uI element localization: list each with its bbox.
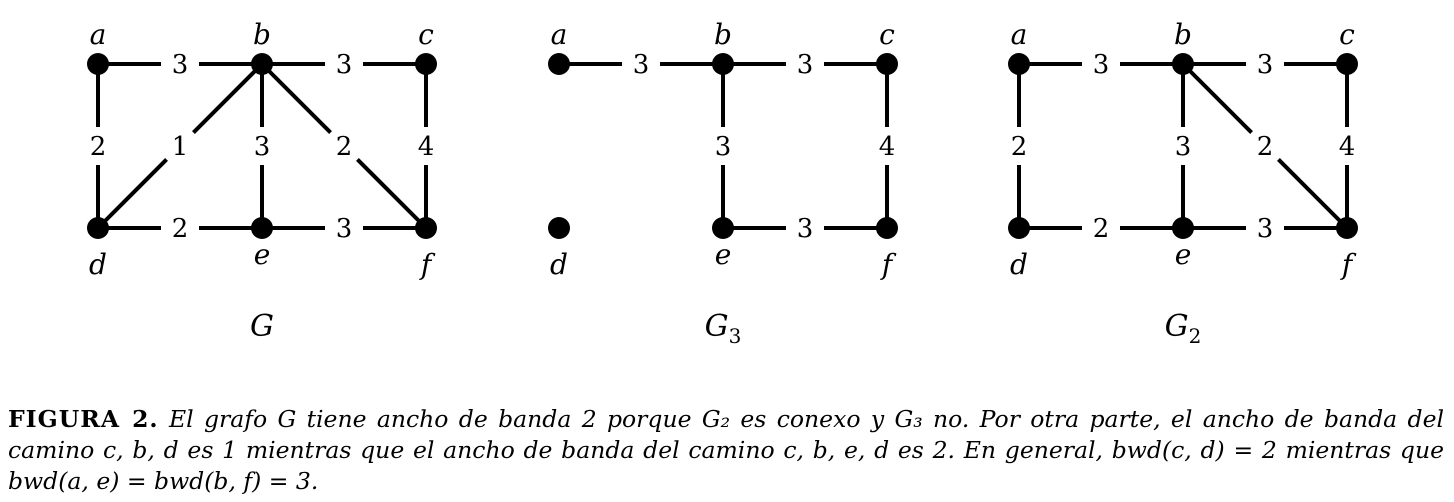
node-G-a [87,53,109,75]
graph-title-main-G3: G [705,309,729,344]
node-G-e [251,217,273,239]
node-G2-c [1336,53,1358,75]
weight-label-G2-be: 3 [1175,132,1192,162]
node-label-G3-a: a [551,18,568,51]
weight-label-G3-cf: 4 [879,132,896,162]
weight-label-G2-ab: 3 [1093,50,1110,80]
weight-label-G-ad: 2 [90,132,107,162]
graph-title-main-G2: G [1165,309,1189,344]
node-G2-e [1172,217,1194,239]
weight-label-G2-de: 2 [1093,214,1110,244]
node-G2-d [1008,217,1030,239]
node-label-G2-d: d [1010,248,1028,281]
node-label-G2-a: a [1011,18,1028,51]
node-G-c [415,53,437,75]
node-G-f [415,217,437,239]
edge-G-bf-seg1 [260,62,332,134]
weight-label-G-cf: 4 [418,132,435,162]
edge-G2-bf-seg2 [1277,158,1349,230]
weight-label-G-ab: 3 [172,50,189,80]
weight-label-G2-cf: 4 [1339,132,1356,162]
graph-title-main-G: G [250,309,274,344]
edge-G-bd-seg1 [192,62,264,134]
node-G2-b [1172,53,1194,75]
node-label-G3-d: d [550,248,568,281]
node-G3-c [876,53,898,75]
node-G-d [87,217,109,239]
caption-text: El grafo G tiene ancho de banda 2 porque… [8,404,1444,495]
node-G3-e [712,217,734,239]
node-G-b [251,53,273,75]
node-G2-f [1336,217,1358,239]
weight-label-G3-ef: 3 [797,214,814,244]
edge-G-bf-seg2 [356,158,428,230]
weight-label-G-bd: 1 [172,132,189,162]
node-label-G-d: d [89,248,107,281]
node-G3-f [876,217,898,239]
graph-title-G2: G2 [1165,309,1202,348]
node-label-G3-b: b [714,18,732,51]
node-G2-a [1008,53,1030,75]
graph-title-subscript-G3: 3 [729,324,742,348]
node-G3-d [548,217,570,239]
weight-label-G-ef: 3 [336,214,353,244]
weight-label-G3-be: 3 [715,132,732,162]
node-label-G-e: e [254,238,271,271]
node-G3-b [712,53,734,75]
edge-G2-bf-seg1 [1181,62,1253,134]
caption-label: FIGURA 2. [8,404,159,433]
weight-label-G3-ab: 3 [633,50,650,80]
node-label-G2-e: e [1175,238,1192,271]
weight-label-G-de: 2 [172,214,189,244]
node-label-G3-f: f [880,248,897,281]
node-label-G3-e: e [715,238,732,271]
node-label-G2-f: f [1340,248,1357,281]
figure-caption: FIGURA 2. El grafo G tiene ancho de band… [8,404,1444,497]
node-label-G-a: a [90,18,107,51]
weight-label-G2-bc: 3 [1257,50,1274,80]
graph-title-G: G [250,309,274,344]
node-label-G-c: c [418,18,434,51]
graph-title-G3: G3 [705,309,742,348]
edge-G-bd-seg2 [96,158,168,230]
node-label-G3-c: c [879,18,895,51]
weight-label-G2-bf: 2 [1257,132,1274,162]
weight-label-G2-ad: 2 [1011,132,1028,162]
node-label-G2-b: b [1174,18,1192,51]
graph-title-subscript-G2: 2 [1189,324,1202,348]
weight-label-G-be: 3 [254,132,271,162]
weight-label-G-bc: 3 [336,50,353,80]
node-label-G-f: f [419,248,436,281]
node-label-G2-c: c [1339,18,1355,51]
weight-label-G3-bc: 3 [797,50,814,80]
node-label-G-b: b [253,18,271,51]
node-G3-a [548,53,570,75]
weight-label-G-bf: 2 [336,132,353,162]
weight-label-G2-ef: 3 [1257,214,1274,244]
